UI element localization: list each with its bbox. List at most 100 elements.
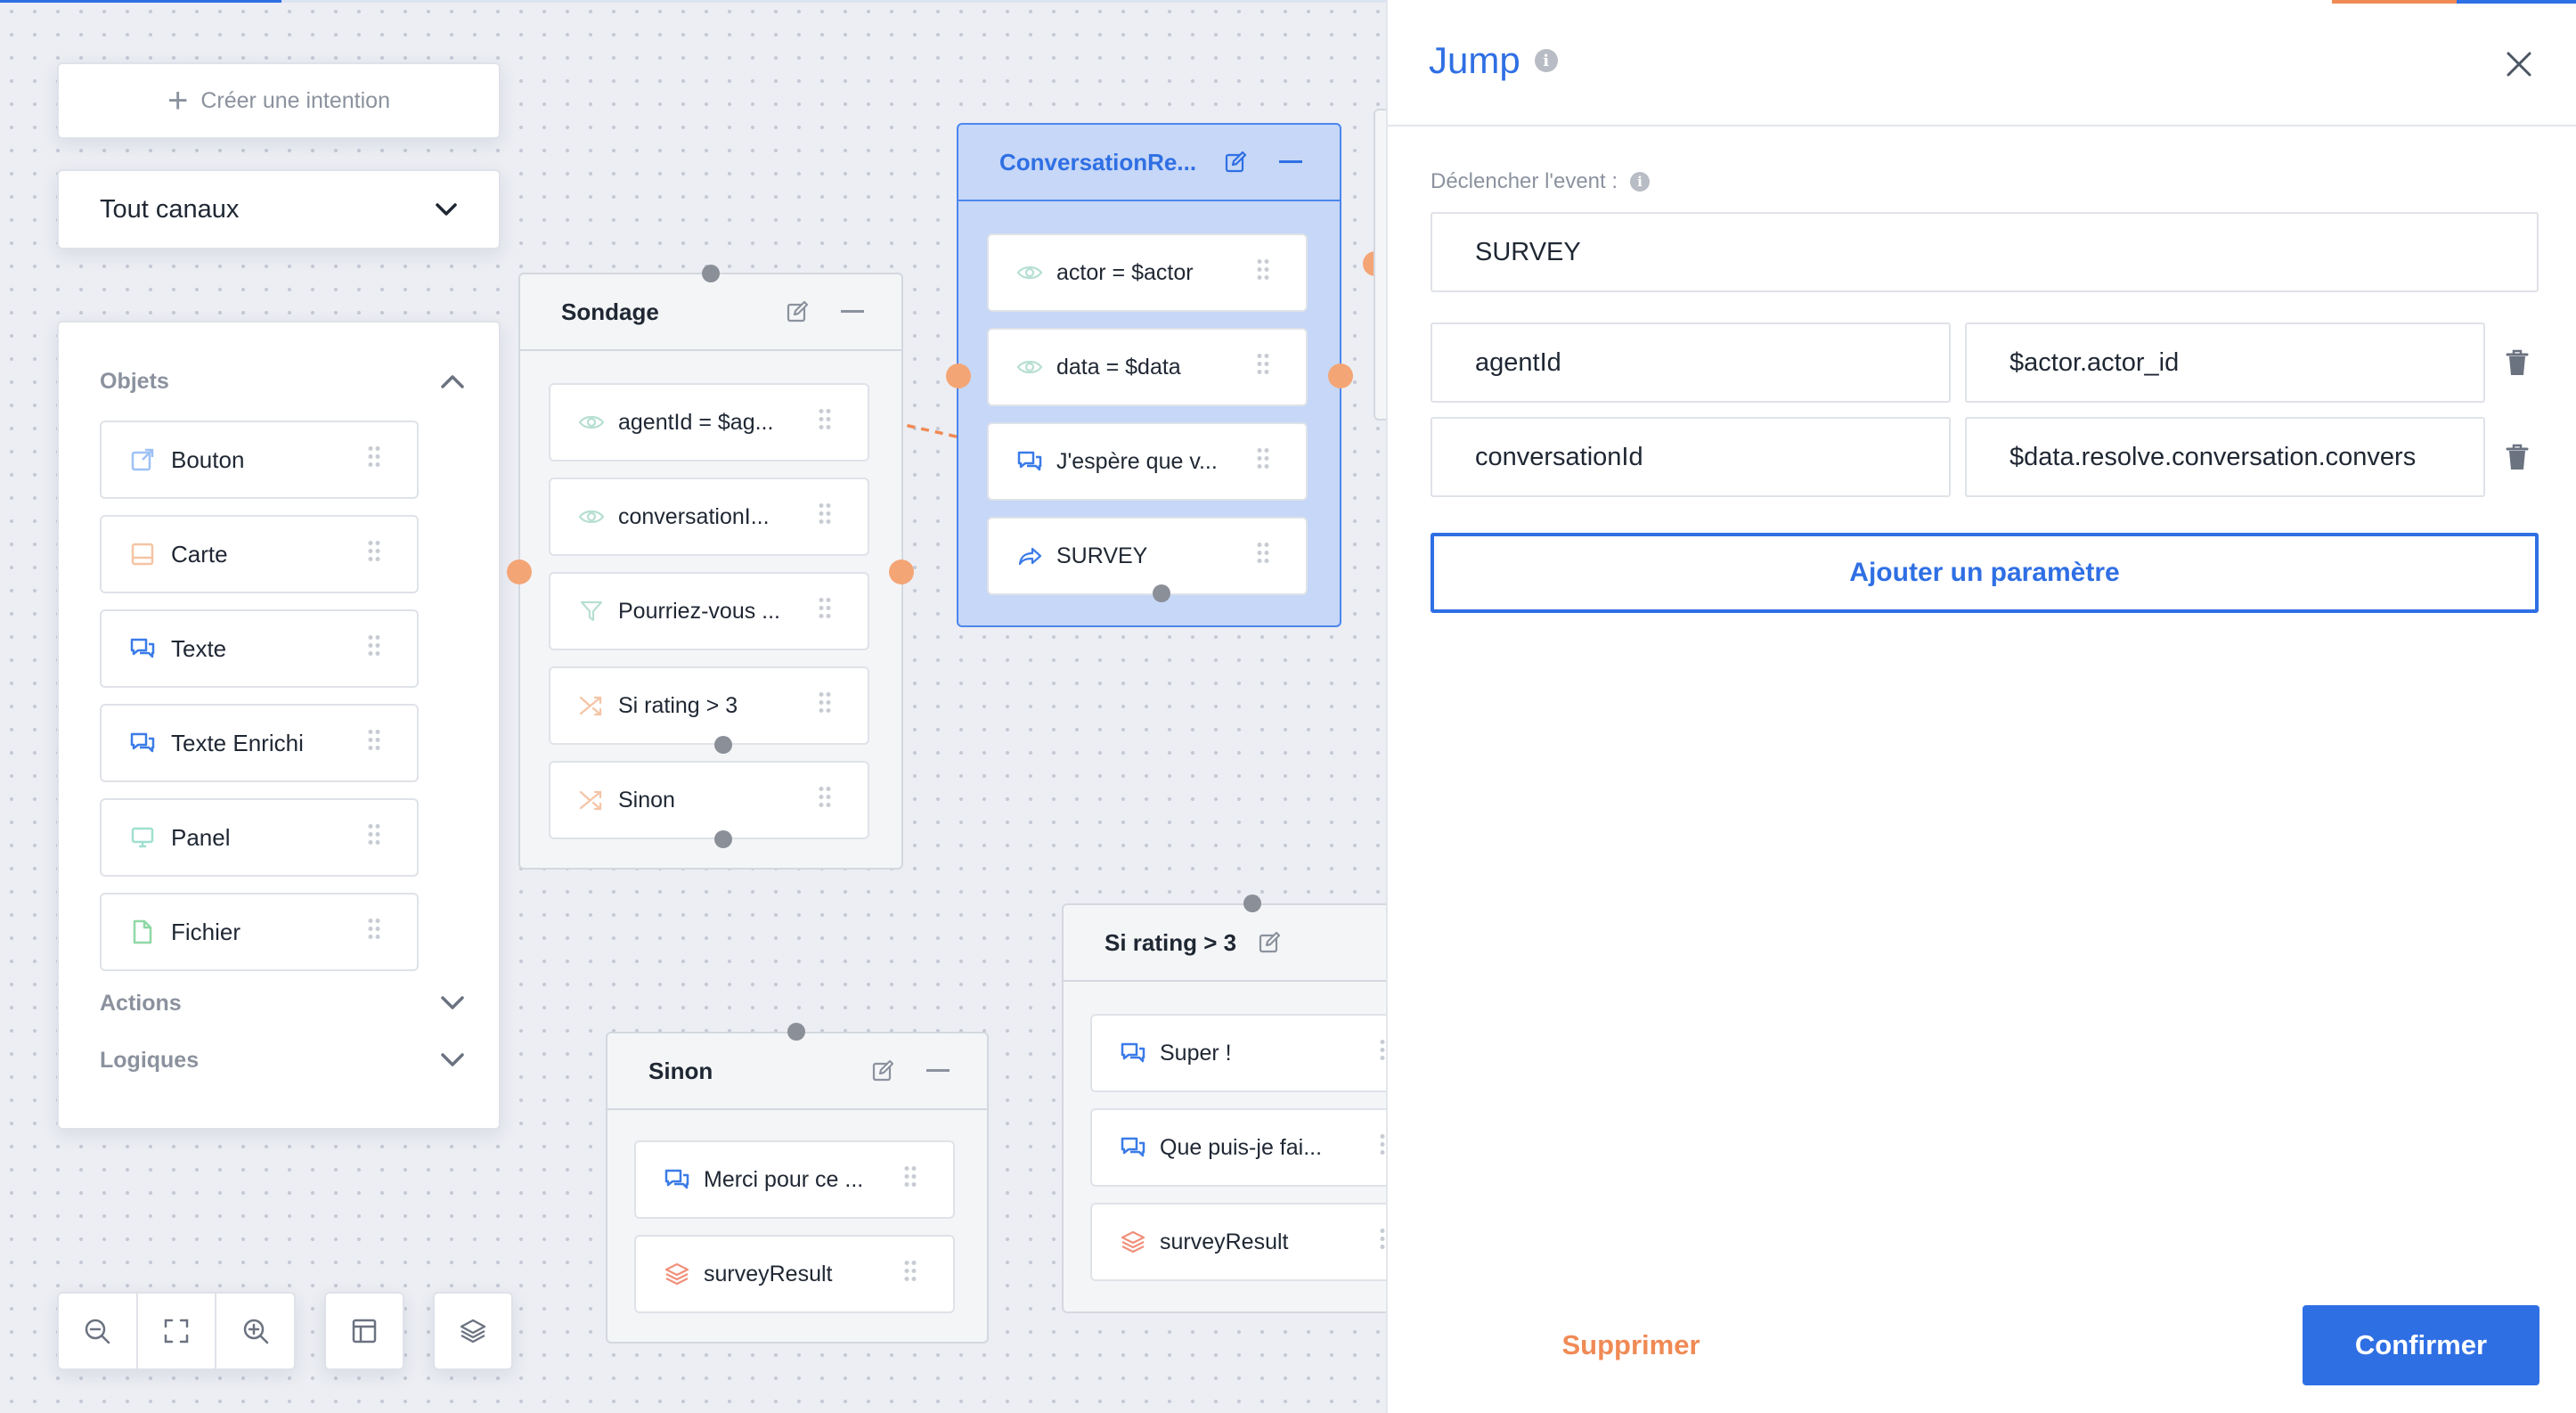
connection-port[interactable] — [946, 363, 971, 388]
chat-bubble-icon — [663, 1165, 691, 1194]
confirm-button[interactable]: Confirmer — [2303, 1305, 2539, 1385]
drag-handle-icon[interactable] — [1256, 258, 1270, 288]
drag-handle-icon[interactable] — [367, 445, 381, 475]
create-intent-button[interactable]: + Créer une intention — [57, 62, 501, 139]
edit-icon[interactable] — [871, 1059, 894, 1082]
node-header[interactable]: Sinon — [607, 1033, 987, 1110]
drag-handle-icon[interactable] — [1256, 542, 1270, 571]
info-icon[interactable]: i — [1534, 49, 1558, 72]
layers-button[interactable] — [433, 1292, 513, 1370]
object-item-label: Carte — [171, 540, 228, 568]
node-item-si-rating[interactable]: Si rating > 3 — [549, 666, 869, 745]
trash-icon[interactable] — [2505, 348, 2530, 377]
minimize-icon[interactable] — [841, 310, 864, 314]
zoom-in-button[interactable] — [215, 1294, 294, 1368]
connection-port[interactable] — [714, 830, 732, 848]
zoom-out-button[interactable] — [59, 1294, 136, 1368]
fullscreen-icon — [164, 1319, 189, 1344]
node-item-actor[interactable]: actor = $actor — [987, 233, 1308, 312]
node-item-message[interactable]: J'espère que v... — [987, 422, 1308, 501]
node-header[interactable]: Sondage — [520, 274, 901, 351]
edit-icon[interactable] — [786, 300, 809, 323]
minimize-icon[interactable] — [1279, 160, 1302, 164]
drag-handle-icon[interactable] — [1379, 1133, 1386, 1163]
drag-handle-icon[interactable] — [1256, 353, 1270, 382]
node-item-survey-jump[interactable]: SURVEY — [987, 517, 1308, 595]
object-item-panel[interactable]: Panel — [100, 798, 419, 877]
node-item-agentid[interactable]: agentId = $ag... — [549, 383, 869, 461]
drag-handle-icon[interactable] — [903, 1165, 917, 1195]
drag-handle-icon[interactable] — [367, 823, 381, 853]
drag-handle-icon[interactable] — [367, 918, 381, 947]
actions-section-header[interactable]: Actions — [100, 984, 465, 1023]
drag-handle-icon[interactable] — [818, 786, 832, 815]
chat-bubble-icon — [128, 634, 157, 663]
node-item-question[interactable]: Pourriez-vous ... — [549, 572, 869, 650]
connection-port[interactable] — [787, 1023, 805, 1041]
object-item-texte[interactable]: Texte — [100, 609, 419, 688]
drag-handle-icon[interactable] — [367, 634, 381, 664]
drag-handle-icon[interactable] — [818, 691, 832, 721]
drag-handle-icon[interactable] — [903, 1260, 917, 1289]
param-value-field[interactable]: $data.resolve.conversation.convers — [1965, 417, 2485, 497]
connection-port[interactable] — [507, 559, 532, 584]
node-partial[interactable] — [1374, 109, 1386, 421]
share-arrow-icon — [1015, 542, 1044, 570]
drag-handle-icon[interactable] — [1379, 1039, 1386, 1068]
drag-handle-icon[interactable] — [1256, 447, 1270, 477]
node-header[interactable]: Si rating > 3 — [1064, 905, 1386, 982]
delete-button[interactable]: Supprimer — [1520, 1305, 1742, 1385]
param-key-field[interactable]: agentId — [1431, 323, 1951, 403]
node-item-survey-result[interactable]: surveyResult — [1090, 1203, 1386, 1281]
edit-icon[interactable] — [1224, 151, 1247, 174]
node-item-label: agentId = $ag... — [618, 409, 774, 435]
node-item-super[interactable]: Super ! — [1090, 1014, 1386, 1092]
node-item-que-puis-je[interactable]: Que puis-je fai... — [1090, 1108, 1386, 1187]
connection-port[interactable] — [1328, 363, 1353, 388]
node-header[interactable]: ConversationRe... — [958, 125, 1340, 201]
node-item-conversationid[interactable]: conversationI... — [549, 478, 869, 556]
layout-button[interactable] — [324, 1292, 404, 1370]
chat-bubble-icon — [1119, 1133, 1147, 1162]
object-item-carte[interactable]: Carte — [100, 515, 419, 593]
jump-panel: Jump i Déclencher l'event : i SURVEY age… — [1386, 0, 2576, 1413]
zoom-toolbar — [57, 1292, 296, 1370]
connection-port[interactable] — [714, 736, 732, 754]
param-key-field[interactable]: conversationId — [1431, 417, 1951, 497]
flow-canvas[interactable]: + Créer une intention Tout canaux Objets… — [0, 0, 1386, 1413]
drag-handle-icon[interactable] — [367, 540, 381, 569]
objects-section-header[interactable]: Objets — [100, 362, 465, 401]
param-value-field[interactable]: $actor.actor_id — [1965, 323, 2485, 403]
info-icon[interactable]: i — [1630, 172, 1651, 192]
minimize-icon[interactable] — [926, 1069, 950, 1073]
connection-port[interactable] — [1243, 894, 1261, 912]
fit-view-button[interactable] — [135, 1294, 216, 1368]
connection-port[interactable] — [702, 265, 720, 282]
drag-handle-icon[interactable] — [1379, 1228, 1386, 1257]
drag-handle-icon[interactable] — [818, 502, 832, 532]
node-item-merci[interactable]: Merci pour ce ... — [634, 1140, 955, 1219]
event-input[interactable]: SURVEY — [1431, 212, 2539, 292]
channel-select[interactable]: Tout canaux — [57, 169, 501, 249]
add-parameter-button[interactable]: Ajouter un paramètre — [1431, 533, 2539, 613]
add-parameter-label: Ajouter un paramètre — [1849, 558, 2120, 587]
connection-port[interactable] — [889, 559, 914, 584]
close-icon[interactable] — [2503, 48, 2535, 80]
node-item-data[interactable]: data = $data — [987, 328, 1308, 406]
node-item-sinon[interactable]: Sinon — [549, 761, 869, 839]
connection-port[interactable] — [1153, 584, 1170, 602]
node-item-survey-result[interactable]: surveyResult — [634, 1235, 955, 1313]
node-item-label: surveyResult — [704, 1261, 833, 1286]
eye-icon — [1015, 353, 1044, 381]
trash-icon[interactable] — [2505, 443, 2530, 471]
event-label-text: Déclencher l'event : — [1431, 169, 1618, 193]
panel-title: Jump i — [1429, 39, 1558, 82]
object-item-bouton[interactable]: Bouton — [100, 421, 419, 499]
object-item-texte-enrichi[interactable]: Texte Enrichi — [100, 704, 419, 782]
object-item-fichier[interactable]: Fichier — [100, 893, 419, 971]
drag-handle-icon[interactable] — [818, 408, 832, 437]
edit-icon[interactable] — [1258, 931, 1281, 954]
drag-handle-icon[interactable] — [367, 729, 381, 758]
logiques-section-header[interactable]: Logiques — [100, 1041, 465, 1080]
drag-handle-icon[interactable] — [818, 597, 832, 626]
